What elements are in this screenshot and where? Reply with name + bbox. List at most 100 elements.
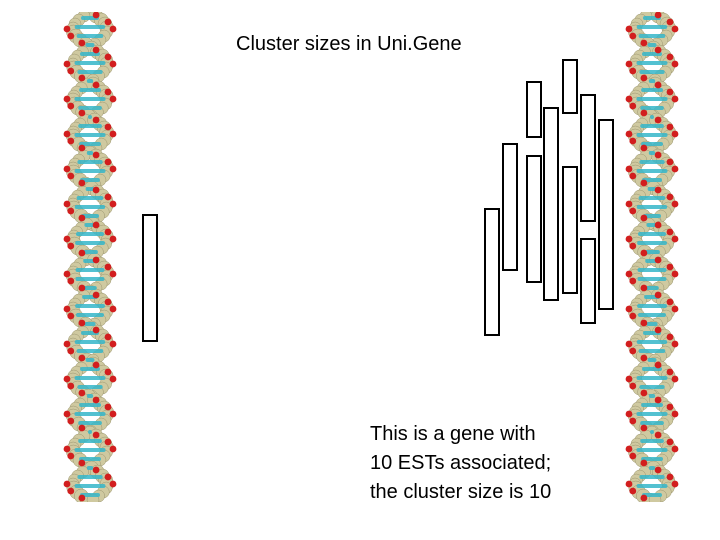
- helix-oxygen-atom: [92, 12, 100, 19]
- helix-base-pair: [79, 142, 101, 146]
- helix-base-pair: [83, 286, 97, 290]
- est-bar: [580, 94, 596, 222]
- helix-base-pair: [648, 79, 656, 83]
- helix-oxygen-atom: [654, 151, 662, 159]
- helix-oxygen-atom: [671, 305, 679, 313]
- helix-base-pair: [641, 88, 663, 92]
- helix-oxygen-atom: [63, 95, 71, 103]
- helix-oxygen-atom: [63, 200, 71, 208]
- helix-oxygen-atom: [640, 214, 648, 222]
- helix-oxygen-atom: [92, 151, 100, 159]
- helix-oxygen-atom: [666, 473, 674, 481]
- helix-base-pair: [638, 34, 666, 38]
- helix-base-pair: [74, 340, 106, 344]
- helix-oxygen-atom: [63, 410, 71, 418]
- helix-base-pair: [85, 358, 95, 362]
- helix-oxygen-atom: [78, 144, 86, 152]
- helix-oxygen-atom: [78, 459, 86, 467]
- helix-oxygen-atom: [666, 298, 674, 306]
- helix-base-pair: [74, 448, 106, 452]
- helix-oxygen-atom: [671, 340, 679, 348]
- helix-oxygen-atom: [671, 480, 679, 488]
- helix-oxygen-atom: [671, 375, 679, 383]
- helix-oxygen-atom: [671, 165, 679, 173]
- helix-oxygen-atom: [109, 60, 117, 68]
- helix-oxygen-atom: [629, 207, 637, 215]
- helix-oxygen-atom: [654, 396, 662, 404]
- helix-oxygen-atom: [104, 368, 112, 376]
- helix-oxygen-atom: [109, 340, 117, 348]
- helix-oxygen-atom: [78, 74, 86, 82]
- helix-base-pair: [639, 385, 665, 389]
- helix-oxygen-atom: [67, 172, 75, 180]
- helix-base-pair: [640, 439, 664, 443]
- helix-oxygen-atom: [67, 347, 75, 355]
- helix-oxygen-atom: [640, 284, 648, 292]
- helix-oxygen-atom: [92, 256, 100, 264]
- helix-oxygen-atom: [625, 445, 633, 453]
- helix-oxygen-atom: [654, 12, 662, 19]
- helix-base-pair: [647, 43, 657, 47]
- helix-oxygen-atom: [671, 25, 679, 33]
- helix-oxygen-atom: [654, 291, 662, 299]
- helix-oxygen-atom: [666, 123, 674, 131]
- est-bar: [562, 166, 578, 294]
- helix-base-pair: [636, 205, 668, 209]
- helix-base-pair: [648, 466, 656, 470]
- caption: This is a gene with 10 ESTs associated; …: [370, 420, 551, 507]
- helix-base-pair: [636, 448, 668, 452]
- helix-base-pair: [636, 484, 668, 488]
- helix-base-pair: [76, 349, 104, 353]
- helix-base-pair: [637, 304, 667, 308]
- helix-oxygen-atom: [629, 102, 637, 110]
- helix-oxygen-atom: [640, 109, 648, 117]
- helix-base-pair: [641, 403, 663, 407]
- helix-base-pair: [647, 187, 657, 191]
- helix-oxygen-atom: [92, 466, 100, 474]
- helix-oxygen-atom: [654, 466, 662, 474]
- helix-oxygen-atom: [671, 235, 679, 243]
- helix-oxygen-atom: [78, 494, 86, 502]
- helix-base-pair: [78, 106, 102, 110]
- helix-oxygen-atom: [109, 25, 117, 33]
- helix-oxygen-atom: [629, 347, 637, 355]
- helix-oxygen-atom: [92, 396, 100, 404]
- helix-oxygen-atom: [666, 263, 674, 271]
- est-bar: [502, 143, 518, 271]
- helix-oxygen-atom: [63, 270, 71, 278]
- helix-oxygen-atom: [63, 480, 71, 488]
- helix-oxygen-atom: [67, 67, 75, 75]
- helix-oxygen-atom: [654, 326, 662, 334]
- helix-oxygen-atom: [78, 249, 86, 257]
- helix-base-pair: [76, 196, 104, 200]
- helix-base-pair: [86, 79, 94, 83]
- helix-base-pair: [75, 277, 105, 281]
- helix-oxygen-atom: [78, 284, 86, 292]
- helix-base-pair: [74, 97, 106, 101]
- helix-oxygen-atom: [63, 305, 71, 313]
- helix-oxygen-atom: [67, 32, 75, 40]
- helix-oxygen-atom: [67, 382, 75, 390]
- helix-oxygen-atom: [625, 375, 633, 383]
- helix-base-pair: [640, 421, 664, 425]
- helix-oxygen-atom: [92, 186, 100, 194]
- helix-base-pair: [74, 205, 106, 209]
- helix-oxygen-atom: [625, 270, 633, 278]
- helix-base-pair: [642, 493, 662, 497]
- helix-base-pair: [74, 61, 106, 65]
- dna-helix-right-image: [625, 12, 679, 502]
- helix-oxygen-atom: [78, 389, 86, 397]
- helix-oxygen-atom: [104, 193, 112, 201]
- helix-base-pair: [74, 25, 106, 29]
- helix-base-pair: [74, 376, 106, 380]
- helix-oxygen-atom: [78, 424, 86, 432]
- helix-base-pair: [636, 25, 668, 29]
- helix-oxygen-atom: [625, 305, 633, 313]
- helix-oxygen-atom: [640, 74, 648, 82]
- helix-base-pair: [77, 160, 103, 164]
- helix-oxygen-atom: [666, 193, 674, 201]
- helix-base-pair: [644, 250, 660, 254]
- helix-base-pair: [75, 304, 105, 308]
- helix-base-pair: [76, 34, 104, 38]
- helix-oxygen-atom: [629, 417, 637, 425]
